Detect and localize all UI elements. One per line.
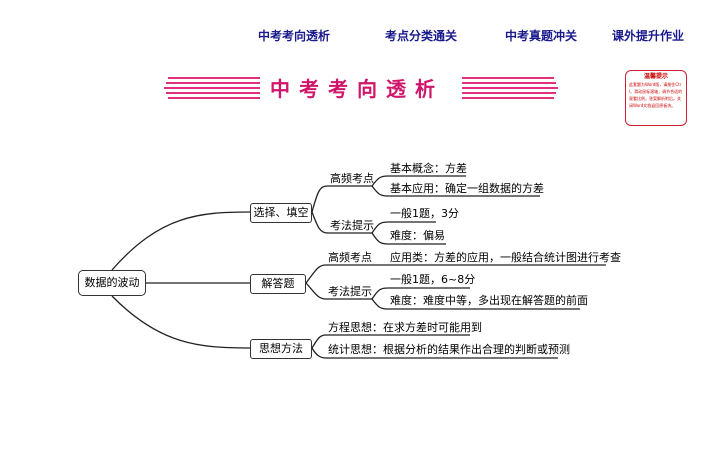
connector-b1-leaf4	[371, 232, 389, 245]
b3-leaf-statistics-thinking: 统计思想：根据分析的结果作出合理的判断或预测	[328, 343, 570, 356]
mindmap-root-node[interactable]: 数据的波动	[78, 270, 146, 296]
connector-b3-leaf2	[311, 347, 327, 359]
b1-leaf-difficulty: 难度：偏易	[390, 229, 445, 242]
connector-b1-leaf3	[371, 221, 389, 234]
b2-sub-exam-tips: 考法提示	[328, 285, 372, 298]
b1-sub-high-frequency: 高频考点	[330, 172, 374, 185]
connector-b2-sub1	[305, 264, 327, 284]
tip-note-title: 温馨提示	[643, 73, 668, 80]
connector-root-b3	[111, 295, 251, 349]
branch-node-thinking-method[interactable]: 思想方法	[250, 339, 312, 359]
branch-node-choice-fill[interactable]: 选择、填空	[250, 203, 312, 223]
b1-leaf-question-count: 一般1题，3分	[390, 207, 459, 220]
nav-tab-real-exam[interactable]: 中考真题冲关	[505, 29, 578, 43]
connector-b2-sub2	[305, 282, 327, 300]
nav-tab-topic-classification[interactable]: 考点分类通关	[385, 29, 458, 43]
nav-tab-homework[interactable]: 课外提升作业	[612, 29, 685, 43]
connector-b2-leaf3	[371, 298, 389, 310]
connector-b1-leaf1	[371, 175, 389, 187]
b1-sub-exam-tips: 考法提示	[330, 219, 374, 232]
b1-leaf-basic-concept: 基本概念：方差	[390, 162, 467, 175]
connector-root-b1	[111, 211, 251, 271]
b2-leaf-question-count: 一般1题，6~8分	[390, 273, 476, 286]
tip-note-body: 此套题为Word版，请按住Ctrl，滑动鼠标滚轴，调节合适的观看比例，答案解析附…	[629, 82, 683, 108]
connector-b1-leaf2	[371, 185, 389, 197]
b2-leaf-difficulty: 难度：难度中等，多出现在解答题的前面	[390, 294, 588, 307]
page-title: 中考考向透析	[270, 77, 444, 101]
connector-b1-sub1	[311, 185, 329, 213]
b2-leaf-application: 应用类：方差的应用，一般结合统计图进行考查	[390, 251, 621, 264]
nav-tab-exam-analysis[interactable]: 中考考向透析	[258, 29, 331, 43]
connector-b2-leaf2	[371, 287, 389, 300]
connector-b1-sub2	[311, 211, 329, 234]
b3-leaf-equation-thinking: 方程思想：在求方差时可能用到	[328, 321, 482, 334]
tip-note[interactable]: 温馨提示 此套题为Word版，请按住Ctrl，滑动鼠标滚轴，调节合适的观看比例，…	[625, 70, 687, 126]
connector-b3-leaf1	[311, 334, 327, 349]
branch-node-answer[interactable]: 解答题	[250, 274, 306, 294]
b1-leaf-basic-application: 基本应用：确定一组数据的方差	[390, 182, 544, 195]
b2-sub-high-frequency: 高频考点	[328, 251, 372, 264]
